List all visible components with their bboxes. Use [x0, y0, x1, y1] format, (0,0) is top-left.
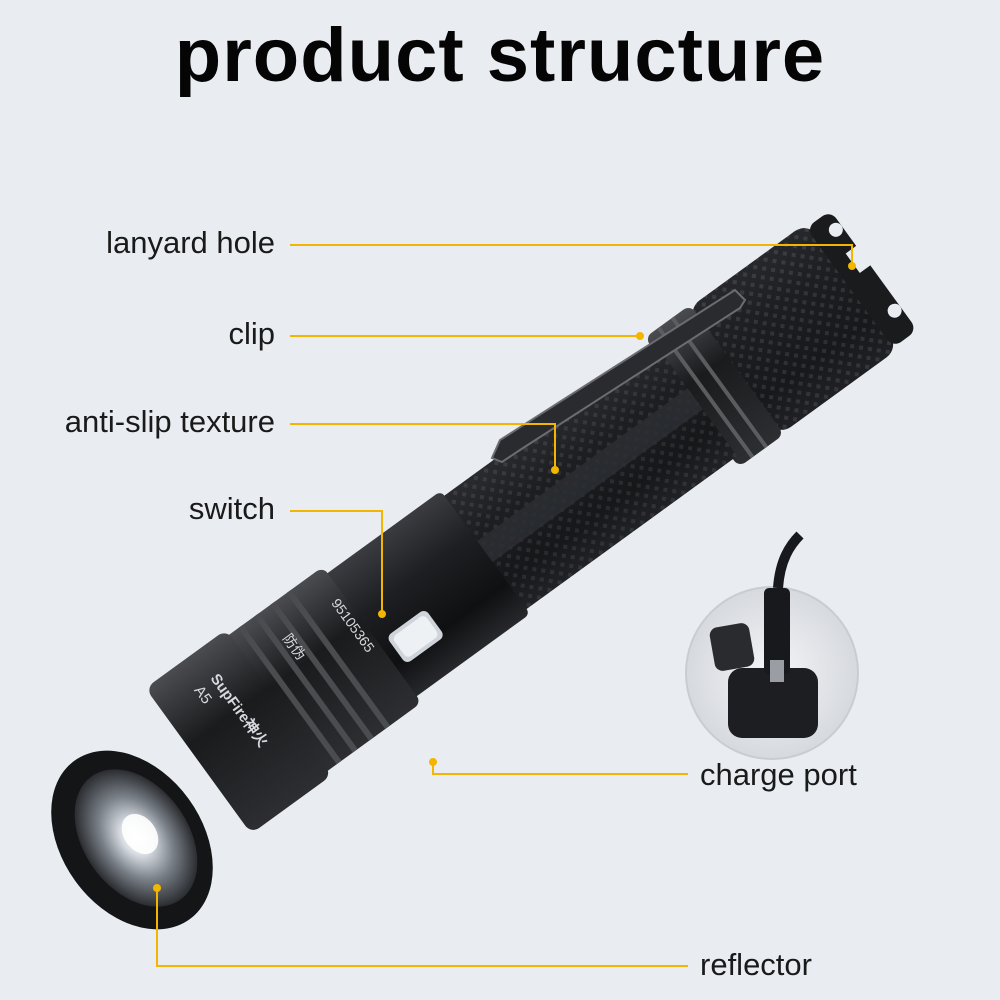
leader-switch — [290, 510, 383, 612]
leader-lines — [153, 244, 856, 967]
label-anti-slip-texture: anti-slip texture — [64, 404, 275, 439]
page-title: product structure — [174, 13, 826, 98]
leader-anti-slip — [290, 423, 556, 468]
charge-port-inset — [685, 531, 859, 760]
leader-lanyard-hole — [290, 244, 853, 265]
flashlight-body: SupFire神火 A5 95105365 防伪 — [149, 214, 914, 830]
reflector-face — [51, 750, 213, 930]
clip-shape — [490, 288, 747, 464]
leader-charge-port — [432, 762, 688, 775]
lanyard-hole-shape — [828, 222, 843, 237]
label-clip: clip — [228, 316, 275, 351]
label-lanyard-hole: lanyard hole — [106, 225, 275, 260]
label-switch: switch — [188, 491, 275, 526]
leader-reflector — [156, 890, 688, 967]
label-reflector: reflector — [700, 947, 812, 982]
label-charge-port: charge port — [700, 757, 857, 792]
